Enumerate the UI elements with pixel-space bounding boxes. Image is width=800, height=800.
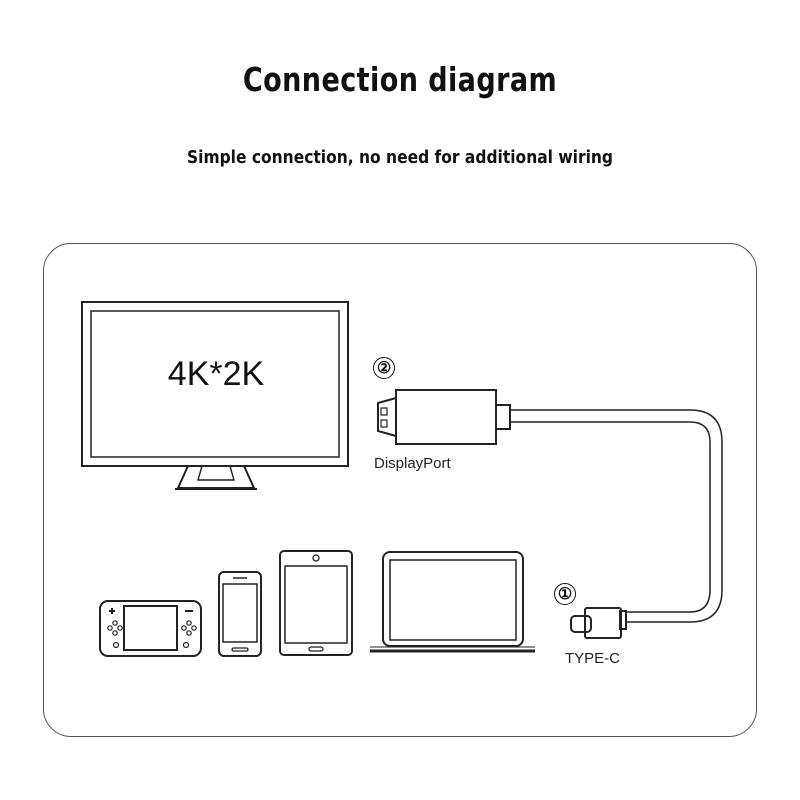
typec-label: TYPE-C (565, 650, 621, 667)
cable-icon (510, 409, 723, 623)
typec-plug-icon (570, 607, 627, 639)
displayport-plug-icon (377, 389, 511, 445)
laptop-icon (370, 551, 535, 653)
resolution-label: 4K*2K (167, 355, 265, 393)
tablet-icon (279, 550, 353, 656)
displayport-label: DisplayPort (374, 455, 451, 472)
diagram-subtitle: Simple connection, no need for additiona… (186, 147, 614, 168)
diagram-panel (43, 243, 757, 737)
game-console-icon (99, 600, 202, 657)
monitor-icon (81, 301, 349, 490)
smartphone-icon (218, 571, 262, 657)
typec-marker: ① (554, 583, 576, 605)
diagram-title: Connection diagram (242, 60, 558, 99)
displayport-marker: ② (373, 357, 395, 379)
